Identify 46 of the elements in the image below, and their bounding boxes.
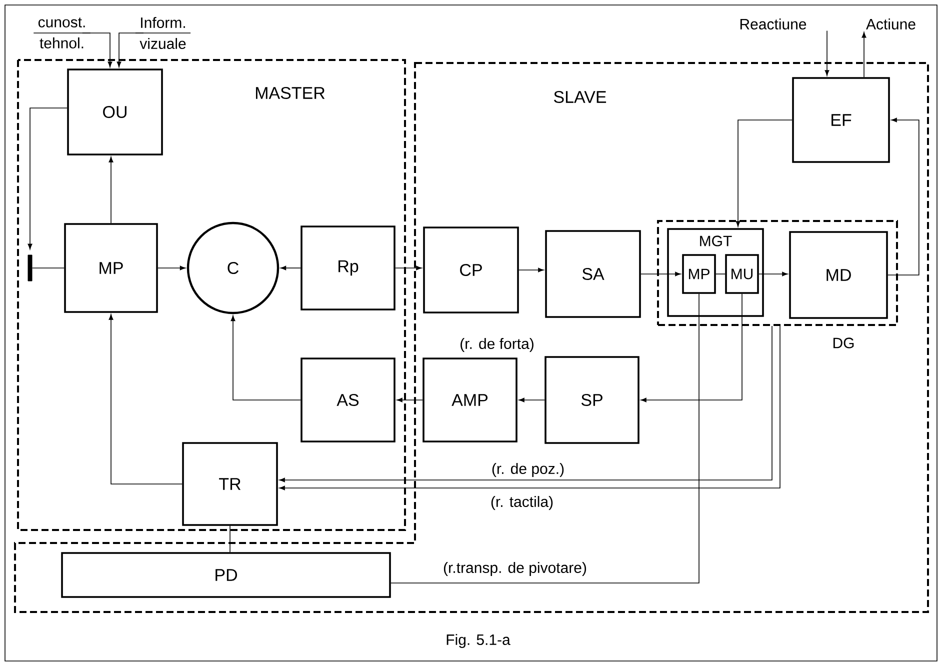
arrow: [395, 266, 422, 270]
arrow: [116, 32, 144, 68]
block-box: PD: [61, 552, 391, 598]
block-box: EF: [792, 77, 890, 163]
block-box: Rp: [300, 226, 396, 310]
signal-label: (r. de forta): [460, 338, 534, 352]
block-box: MU: [725, 254, 759, 294]
arrow: [824, 30, 830, 76]
arrow: [396, 398, 423, 402]
block-box: OU: [67, 68, 163, 156]
dashed-group: [657, 220, 898, 326]
arrow: [108, 314, 183, 484]
arrow: [736, 120, 792, 227]
arrow: [518, 268, 544, 272]
arrow: [158, 266, 186, 270]
arrow: [862, 32, 866, 78]
group-label: DG: [833, 338, 854, 348]
arrow: [640, 272, 681, 276]
edge-label: (r. tactila): [489, 495, 555, 511]
stacked-label: cunost. tehnol.: [33, 18, 91, 48]
block-box: MP: [64, 223, 158, 313]
block-box: TR: [182, 442, 278, 526]
edge-label: (r. de poz.): [490, 462, 566, 478]
arrow: [108, 156, 114, 224]
arrow: [82, 32, 112, 68]
figure-caption: Fig. 5.1-a: [446, 634, 510, 648]
arrow: [28, 108, 68, 250]
block-box: SA: [545, 230, 641, 318]
io-label: Reactiune: [740, 18, 806, 30]
arrow: [640, 294, 742, 402]
io-label: Actiune: [866, 18, 916, 30]
arrow: [230, 315, 301, 400]
circle-block: C: [186, 222, 280, 314]
stacked-label: Inform. vizuale: [135, 17, 191, 49]
terminal-bar: [28, 254, 32, 282]
arrow: [518, 398, 545, 402]
block-box: MD: [789, 231, 888, 319]
arrow: [280, 266, 301, 270]
block-box: AS: [300, 358, 396, 442]
arrow: [888, 118, 920, 276]
edge-label: (r.transp. de pivotare): [442, 561, 588, 577]
block-box: SP: [544, 356, 640, 444]
block-box: CP: [423, 226, 519, 314]
block-box: AMP: [422, 358, 518, 442]
arrow: [758, 272, 788, 276]
block-box: MP: [682, 254, 716, 294]
